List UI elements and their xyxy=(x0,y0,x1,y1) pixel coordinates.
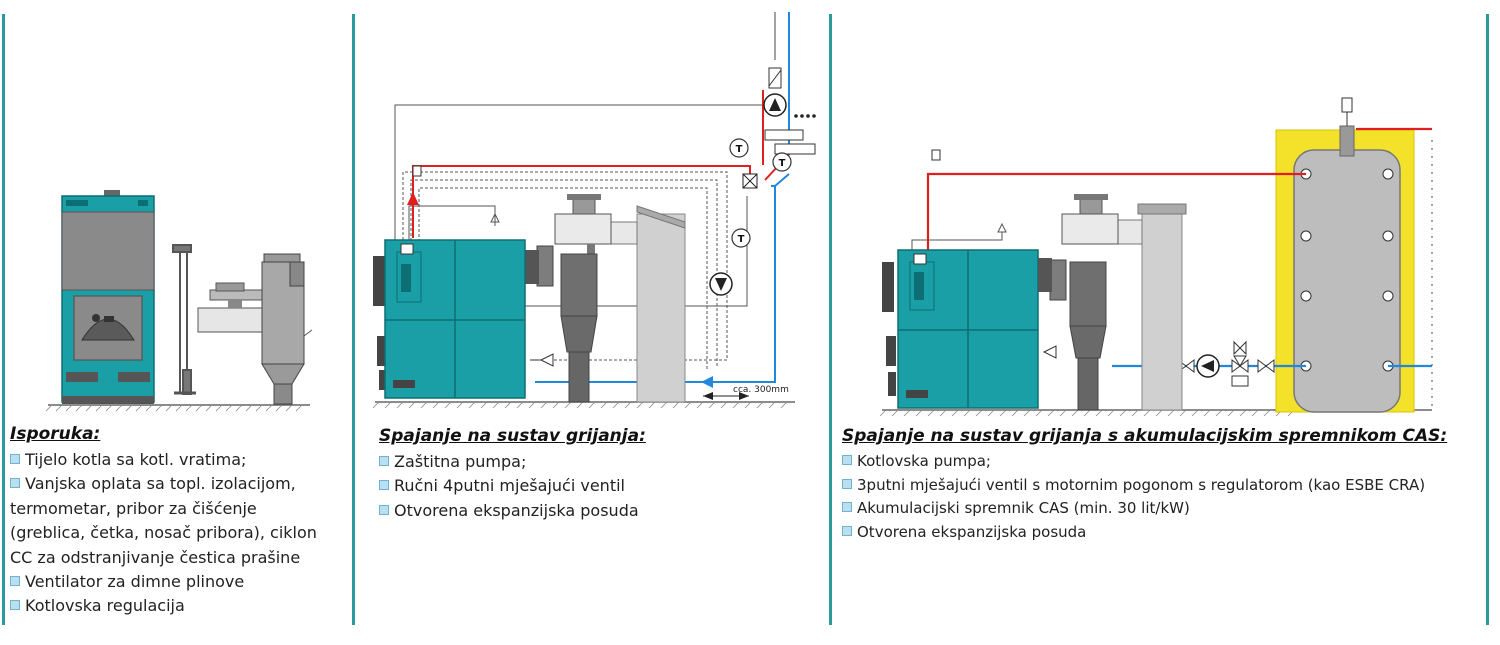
delivery-illustration xyxy=(45,190,313,412)
heating-list: Zaštitna pumpa; Ručni 4putni mješajući v… xyxy=(379,450,819,523)
boiler-front xyxy=(61,190,155,404)
bullet-icon xyxy=(842,525,852,536)
shutoff-valve-icon xyxy=(1233,340,1247,356)
panel-accumulation: Spajanje na sustav grijanja s akumulacij… xyxy=(832,0,1486,645)
heating-title: Spajanje na sustav grijanja: xyxy=(379,426,646,446)
supply-arrow-icon xyxy=(407,192,419,205)
boiler-pump-icon xyxy=(1196,354,1220,378)
list-item: Kotlovska pumpa; xyxy=(842,450,1486,474)
divider-right xyxy=(1486,14,1489,625)
bullet-icon xyxy=(379,456,389,466)
list-item: termometar, pribor za čišćenje xyxy=(10,498,257,518)
accumulation-title: Spajanje na sustav grijanja s akumulacij… xyxy=(842,426,1448,446)
circulation-pump-icon xyxy=(763,93,787,117)
bullet-icon xyxy=(379,480,389,491)
divider-1 xyxy=(352,14,355,625)
flue-gas-fan xyxy=(197,282,267,333)
accumulation-diagram xyxy=(879,97,1433,417)
cleaning-tools xyxy=(172,244,196,395)
three-way-mixing-valve-icon xyxy=(1231,355,1249,387)
flue-gas-fan xyxy=(554,194,612,256)
bullet-icon xyxy=(379,504,389,515)
flue-gas-fan xyxy=(1061,194,1119,245)
cyclone xyxy=(261,253,313,405)
collector-icon xyxy=(774,143,816,155)
list-item: Ručni 4putni mješajući ventil xyxy=(379,474,819,498)
chimney xyxy=(636,205,686,403)
list-item: Tijelo kotla sa kotl. vratima; xyxy=(10,448,350,472)
list-item: CC za odstranjivanje čestica prašine xyxy=(10,547,301,567)
four-way-mixing-valve-icon xyxy=(742,173,758,189)
bullet-icon xyxy=(10,576,20,587)
thermometer-icon: T xyxy=(772,152,792,172)
list-item: Otvorena ekspanzijska posuda xyxy=(379,499,819,523)
panel-delivery: Isporuka: Tijelo kotla sa kotl. vratima;… xyxy=(0,0,352,645)
return-arrow-icon xyxy=(701,376,713,388)
list-item: Akumulacijski spremnik CAS (min. 30 lit/… xyxy=(842,497,1486,521)
thermometer-icon: T xyxy=(729,138,749,158)
accumulation-caption: Spajanje na sustav grijanja s akumulacij… xyxy=(842,426,1486,544)
protective-pump-icon xyxy=(709,272,733,296)
boiler xyxy=(882,249,1039,409)
panel-heating: T T T xyxy=(355,0,829,645)
list-item: (greblica, četka, nosač pribora), ciklon xyxy=(10,523,317,543)
svg-text:T: T xyxy=(736,144,743,155)
svg-text:T: T xyxy=(779,158,786,169)
thermometer-icon: T xyxy=(731,228,751,248)
list-item: Zaštitna pumpa; xyxy=(379,450,819,474)
bullet-icon xyxy=(10,478,20,489)
accumulation-list: Kotlovska pumpa; 3putni mješajući ventil… xyxy=(842,450,1486,544)
list-item: 3putni mješajući ventil s motornim pogon… xyxy=(842,474,1486,498)
boiler xyxy=(373,239,526,399)
cyclone xyxy=(1049,259,1107,411)
bullet-icon xyxy=(10,454,20,464)
list-item: Vanjska oplata sa topl. izolacijom, xyxy=(10,472,350,496)
delivery-title: Isporuka: xyxy=(10,424,101,444)
list-item: Otvorena ekspanzijska posuda xyxy=(842,521,1486,545)
bullet-icon xyxy=(842,502,852,512)
cyclone xyxy=(536,245,598,403)
list-item: Kotlovska regulacija xyxy=(10,594,350,618)
heating-caption: Spajanje na sustav grijanja: Zaštitna pu… xyxy=(379,426,819,523)
dimension-label: cca. 300mm xyxy=(733,385,789,395)
list-item: Ventilator za dimne plinove xyxy=(10,570,350,594)
chimney xyxy=(1137,203,1187,411)
delivery-caption: Isporuka: Tijelo kotla sa kotl. vratima;… xyxy=(10,424,350,619)
divider-2 xyxy=(829,14,832,625)
flue-duct xyxy=(1115,219,1143,245)
divider-left xyxy=(2,14,5,625)
continuation-dots-icon xyxy=(794,114,816,118)
bullet-icon xyxy=(10,600,20,611)
bullet-icon xyxy=(842,478,852,489)
delivery-list: Tijelo kotla sa kotl. vratima; Vanjska o… xyxy=(10,448,350,619)
shutoff-valve-icon xyxy=(1257,359,1275,373)
collector-icon xyxy=(764,129,804,141)
bullet-icon xyxy=(842,455,852,465)
svg-text:T: T xyxy=(738,234,745,245)
heating-diagram: T T T xyxy=(372,12,816,409)
